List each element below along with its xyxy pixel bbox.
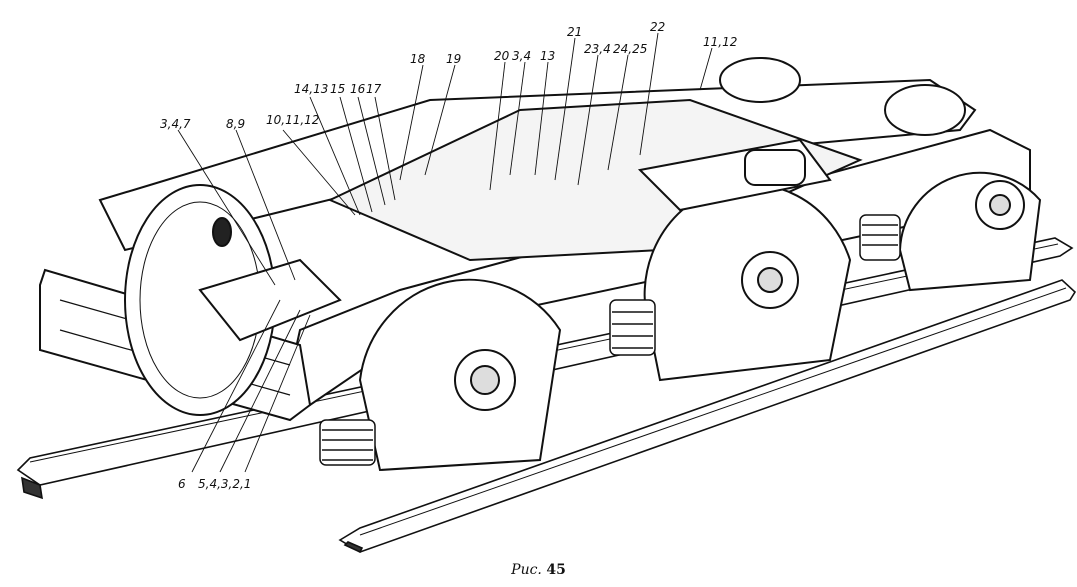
callout-6: 6 bbox=[178, 477, 186, 491]
spring-3 bbox=[859, 214, 901, 261]
callout-3-4-7: 3,4,7 bbox=[160, 117, 191, 131]
callout-15: 15 bbox=[330, 82, 345, 96]
callout-10-11-12: 10,11,12 bbox=[266, 113, 319, 127]
wheelset-front-2 bbox=[643, 183, 852, 382]
callout-3-4: 3,4 bbox=[512, 49, 531, 63]
wheelset-front-3 bbox=[898, 171, 1042, 292]
caption-number: 45 bbox=[546, 562, 566, 578]
callout-13: 13 bbox=[540, 49, 555, 63]
callout-18: 18 bbox=[410, 52, 426, 66]
callout-8-9: 8,9 bbox=[226, 117, 245, 131]
figure-caption: Рис. 45 bbox=[0, 562, 1077, 578]
callout-21: 21 bbox=[567, 25, 582, 39]
caption-prefix: Рис. bbox=[511, 562, 542, 578]
callout-16: 16 bbox=[350, 82, 366, 96]
callout-20: 20 bbox=[494, 49, 510, 63]
callout-24-25: 24,25 bbox=[613, 42, 647, 56]
callout-19: 19 bbox=[446, 52, 461, 66]
callout-22: 22 bbox=[650, 20, 665, 34]
wheelset-rear-left bbox=[124, 184, 276, 416]
callout-11-12: 11,12 bbox=[703, 35, 737, 49]
wheelset-upper-right bbox=[719, 57, 966, 136]
traction-motor bbox=[198, 138, 832, 342]
leader-lines bbox=[177, 32, 713, 473]
wheelset-front-1 bbox=[358, 278, 562, 472]
callout-23-4: 23,4 bbox=[584, 42, 611, 56]
callout-17: 17 bbox=[366, 82, 382, 96]
spring-2 bbox=[609, 299, 656, 356]
spring-1 bbox=[319, 419, 376, 466]
callout-labels: 3,4,7 8,9 10,11,12 14,13 15 16 17 18 19 … bbox=[160, 20, 737, 491]
callout-14-13: 14,13 bbox=[294, 82, 328, 96]
callout-5-4-3-2-1: 5,4,3,2,1 bbox=[198, 477, 251, 491]
spring-set bbox=[319, 214, 901, 466]
